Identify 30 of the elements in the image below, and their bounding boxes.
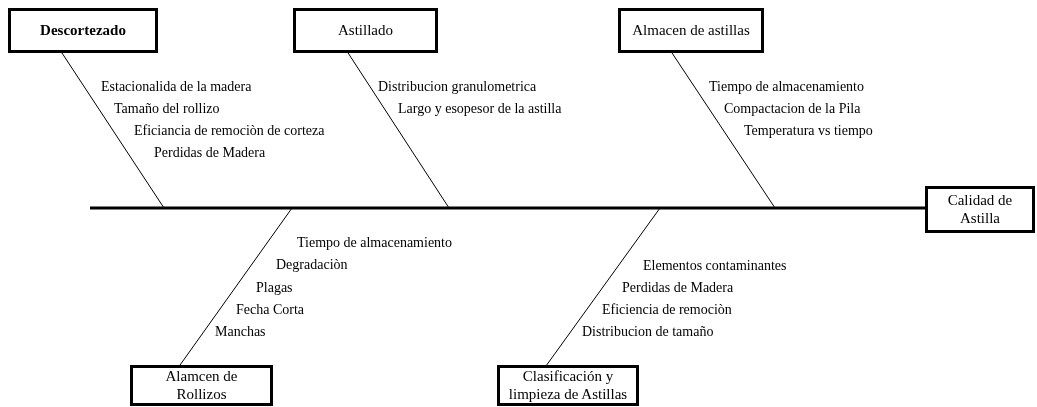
cause-label: Degradaciòn [276, 258, 348, 272]
cause-label: Estacionalida de la madera [101, 80, 252, 94]
branch-line [347, 52, 450, 209]
category-box: Calidad de Astilla [925, 186, 1035, 233]
cause-label: Distribucion de tamaño [582, 325, 714, 339]
cause-label: Perdidas de Madera [622, 281, 734, 295]
category-box: Clasificación y limpieza de Astillas [497, 365, 639, 406]
branch-line [671, 52, 776, 209]
cause-label: Fecha Corta [236, 303, 305, 317]
cause-label: Manchas [215, 325, 266, 339]
cause-label: Largo y esopesor de la astilla [398, 102, 562, 116]
cause-label: Elementos contaminantes [643, 259, 787, 273]
cause-label: Tiempo de almacenamiento [709, 80, 864, 94]
category-box: Alamcen de Rollizos [130, 365, 273, 406]
cause-label: Plagas [256, 281, 293, 295]
branch-line [61, 52, 165, 209]
cause-label: Eficiancia de remociòn de corteza [134, 124, 325, 138]
cause-label: Compactacion de la Pila [724, 102, 861, 116]
branch-line [546, 207, 661, 366]
spine-line [90, 206, 925, 210]
cause-label: Distribucion granulometrica [378, 80, 537, 94]
category-box: Astillado [293, 8, 438, 53]
cause-label: Temperatura vs tiempo [744, 124, 873, 138]
cause-label: Perdidas de Madera [154, 146, 266, 160]
cause-label: Tiempo de almacenamiento [297, 236, 452, 250]
branch-line [179, 207, 293, 366]
category-box: Almacen de astillas [618, 8, 764, 53]
cause-label: Tamaño del rollizo [114, 102, 220, 116]
category-box: Descortezado [8, 8, 158, 53]
cause-label: Eficiencia de remociòn [602, 303, 732, 317]
